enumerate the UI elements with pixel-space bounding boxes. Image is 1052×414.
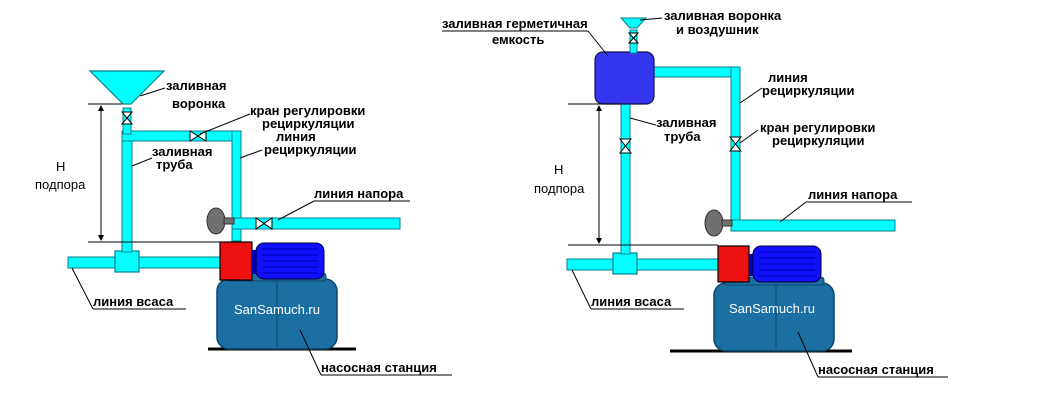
right-recirc-valve — [728, 136, 743, 152]
right-pressure-leader — [779, 201, 807, 223]
right-sealed-tank-label-1: заливная герметичная — [442, 16, 588, 31]
right-suction-line-label: линия всаса — [591, 294, 672, 309]
right-fill-pipe — [620, 103, 631, 255]
left-fill-pipe — [121, 138, 133, 253]
left-pressure-leader — [277, 200, 315, 221]
left-h-label: H — [56, 159, 65, 174]
left-recirc-pipe — [231, 130, 242, 242]
left-funnel-valve — [120, 111, 134, 125]
right-brand-text: SanSamuch.ru — [729, 301, 815, 316]
right-sealed-tank-label-2: емкость — [492, 32, 544, 47]
left-tee-fitting — [114, 250, 140, 273]
left-funnel-leader — [139, 87, 166, 97]
right-valve-label-1: кран регулировки — [760, 120, 875, 135]
left-station-label: насосная станция — [321, 360, 437, 375]
left-funnel-label-2: воронка — [172, 96, 226, 111]
right-recirc-leader — [739, 87, 763, 104]
right-pump-head — [717, 245, 750, 283]
left-funnel-label-1: заливная — [166, 78, 226, 93]
right-valve-leader — [739, 129, 759, 144]
right-h-label: H — [554, 162, 563, 177]
left-pump-head — [219, 241, 253, 281]
right-recirc-label-2: рециркуляции — [762, 83, 854, 98]
right-fill-pipe-label-1: заливная — [656, 115, 716, 130]
left-pressure-gauge — [206, 207, 235, 235]
right-valve-label-2: рециркуляции — [772, 133, 864, 148]
left-head-label: подпора — [35, 177, 86, 192]
right-station-label: насосная станция — [818, 362, 934, 377]
right-funnel-leader — [639, 17, 663, 21]
left-motor — [252, 242, 325, 280]
left-suction-line-label: линия всаса — [93, 294, 174, 309]
right-diagram: SanSamuch.ru — [442, 8, 948, 378]
left-suction-pipe — [67, 256, 221, 269]
right-pressure-line-label: линия напора — [808, 187, 898, 202]
right-head-label: подпора — [534, 181, 585, 196]
left-top-pipe — [121, 130, 240, 142]
left-valve-label-1: кран регулировки — [250, 103, 365, 118]
right-funnel-label-2: и воздушник — [676, 22, 759, 37]
right-recirc-top-pipe — [651, 66, 741, 78]
left-recirc-leader — [239, 149, 263, 159]
left-suction-leader — [71, 267, 94, 310]
left-valve-label-2: рециркуляции — [262, 116, 354, 131]
right-fill-valve — [618, 138, 633, 154]
left-funnel — [88, 70, 166, 105]
right-sealed-tank — [594, 51, 655, 105]
right-vent-valve — [627, 32, 640, 44]
right-vent-funnel — [619, 17, 648, 29]
right-suction-leader — [571, 269, 592, 310]
right-suction-pipe — [566, 258, 720, 271]
left-pressure-line-label: линия напора — [314, 186, 404, 201]
left-fill-pipe-leader — [131, 157, 153, 167]
left-valve-leader — [199, 113, 251, 135]
right-motor — [749, 245, 822, 283]
right-pressure-pipe — [730, 219, 896, 232]
left-recirc-valve — [189, 130, 207, 142]
left-recirc-label-1: линия — [276, 129, 316, 144]
left-station-leader — [299, 329, 322, 376]
right-recirc-label-1: линия — [768, 70, 808, 85]
right-fill-pipe-label-2: труба — [664, 129, 701, 144]
right-tee-fitting — [612, 252, 638, 275]
left-recirc-label-2: рециркуляции — [264, 142, 356, 157]
right-fill-pipe-leader — [629, 117, 657, 126]
left-diagram: SanSamuch.ru — [35, 70, 452, 376]
right-pressure-gauge — [704, 209, 733, 237]
left-brand-text: SanSamuch.ru — [234, 302, 320, 317]
left-fill-pipe-label-1: заливная — [152, 144, 212, 159]
left-pressure-valve — [255, 217, 273, 230]
right-station-leader — [797, 331, 819, 378]
left-fill-pipe-label-2: труба — [156, 157, 193, 172]
right-sealed-tank-leader — [587, 30, 609, 57]
right-funnel-label-1: заливная воронка — [664, 8, 782, 23]
